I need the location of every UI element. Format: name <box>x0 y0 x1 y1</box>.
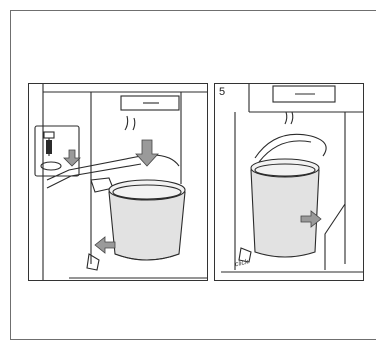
instruction-panel-left <box>28 83 208 281</box>
waste-bin <box>109 180 185 260</box>
screw-icon <box>46 140 52 154</box>
right-illustration <box>215 84 364 281</box>
left-arrow-icon <box>95 237 115 253</box>
instruction-panel-right: 5 click <box>214 83 364 281</box>
waste-bin <box>251 159 319 257</box>
down-arrow-icon <box>136 140 158 166</box>
down-arrow-icon <box>64 150 80 166</box>
left-illustration <box>29 84 208 281</box>
step-number: 5 <box>219 86 225 98</box>
